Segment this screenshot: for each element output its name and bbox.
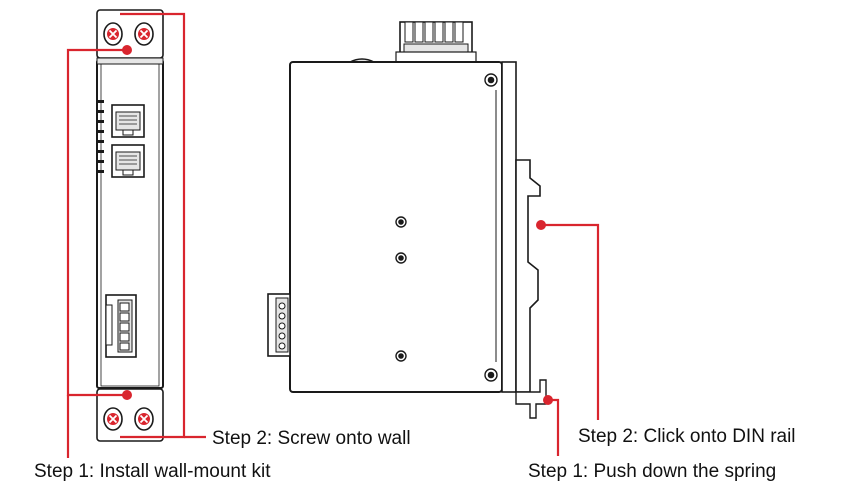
din-spring-callout-line [548,398,560,456]
rear-mounting-plate [501,61,517,393]
device-side-body [289,61,503,393]
screw-icon [484,368,498,382]
screw-icon [395,252,407,264]
front-view-device [96,9,164,442]
rj45-port-icon [111,104,145,138]
screw-icon [395,216,407,228]
screw-icon [484,73,498,87]
din-spring-latch [515,379,547,419]
device-top-cap [96,57,164,65]
install-kit-callout-line [66,48,127,397]
screw-icon [395,350,407,362]
wall-step1-label: Step 1: Install wall-mount kit [34,461,271,482]
terminal-block-icon [267,293,291,357]
terminal-block-icon [395,21,477,63]
din-rail-callouts [541,223,600,456]
led-indicators [98,100,104,173]
side-view-device [267,21,547,419]
wall-mount-callouts [66,12,206,458]
din-step2-label: Step 2: Click onto DIN rail [578,426,796,447]
wall-step2-label: Step 2: Screw onto wall [212,428,411,449]
din-rail-clip [515,159,541,393]
screw-icon [134,407,154,431]
callout-dot-icon [543,395,553,405]
callout-dot-icon [122,390,132,400]
rj45-port-icon [111,144,145,178]
screw-icon [134,22,154,46]
screw-icon [103,22,123,46]
terminal-block-icon [105,294,137,358]
din-click-callout-line [541,223,600,420]
screw-callout-line [120,12,186,439]
din-step1-label: Step 1: Push down the spring [528,461,777,482]
callout-dot-icon [122,45,132,55]
screw-icon [103,407,123,431]
callout-dot-icon [536,220,546,230]
